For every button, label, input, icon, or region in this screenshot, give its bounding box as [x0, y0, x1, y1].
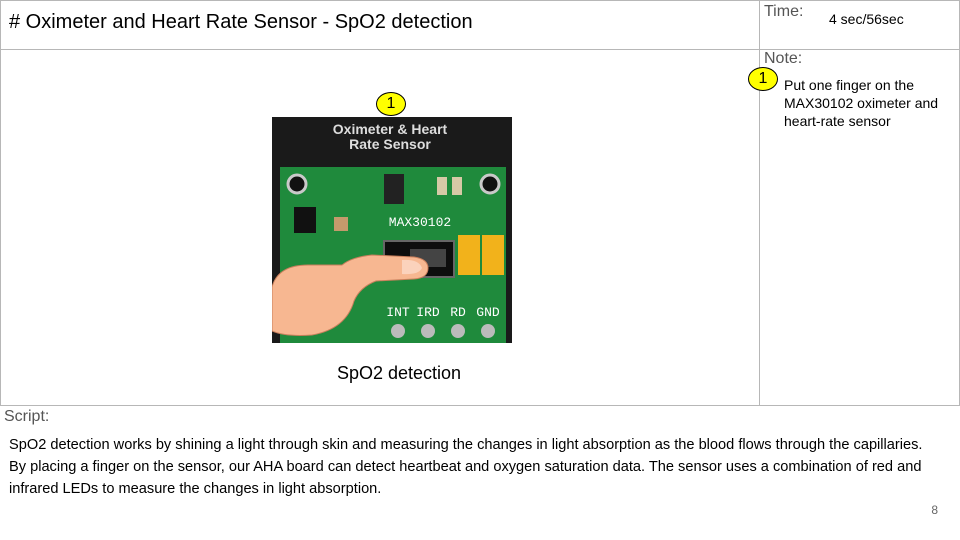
figure-caption: SpO2 detection	[336, 363, 462, 383]
note-cell: Note: 1 Put one finger on the MAX30102 o…	[748, 49, 960, 406]
yellow-capacitor-1	[458, 235, 480, 275]
figure-marker-badge: 1	[376, 92, 406, 116]
chip-label: MAX30102	[389, 215, 451, 230]
transistor-chip	[294, 207, 316, 233]
yellow-capacitor-2	[482, 235, 504, 275]
capacitor-2	[452, 177, 462, 195]
regulator-chip	[384, 174, 404, 204]
time-value: 4 sec/56sec	[829, 11, 904, 27]
pin-label-rd: RD	[450, 305, 466, 320]
finger	[272, 254, 429, 336]
pin-pad-rd	[451, 324, 465, 338]
page-number: 8	[931, 503, 938, 517]
script-label: Script:	[4, 408, 50, 425]
board-heading-line2: Rate Sensor	[349, 136, 431, 152]
pin-pad-gnd	[481, 324, 495, 338]
pin-pad-ird	[421, 324, 435, 338]
slide-title: # Oximeter and Heart Rate Sensor - SpO2 …	[9, 11, 473, 33]
time-label: Time:	[764, 3, 804, 20]
capacitor-1	[437, 177, 447, 195]
script-text: SpO2 detection works by shining a light …	[9, 437, 923, 497]
board-heading-line1: Oximeter & Heart	[333, 121, 448, 137]
fingernail	[402, 259, 422, 275]
figure-cell: 1 Oximeter & Heart Rate Sensor MAX30102 …	[0, 49, 760, 406]
mounting-hole-right	[479, 173, 501, 195]
sensor-photo: Oximeter & Heart Rate Sensor MAX30102 IN…	[272, 117, 512, 343]
resistor-1	[334, 217, 348, 231]
note-text: Put one finger on the MAX30102 oximeter …	[784, 77, 939, 129]
pin-label-ird: IRD	[416, 305, 440, 320]
pin-label-int: INT	[386, 305, 410, 320]
time-cell: Time: 4 sec/56sec	[759, 0, 960, 50]
mounting-hole-left	[286, 173, 308, 195]
pin-pad-int	[391, 324, 405, 338]
note-label: Note:	[764, 50, 803, 67]
title-cell: # Oximeter and Heart Rate Sensor - SpO2 …	[0, 0, 760, 50]
note-marker-badge: 1	[748, 67, 778, 91]
pin-label-gnd: GND	[476, 305, 500, 320]
